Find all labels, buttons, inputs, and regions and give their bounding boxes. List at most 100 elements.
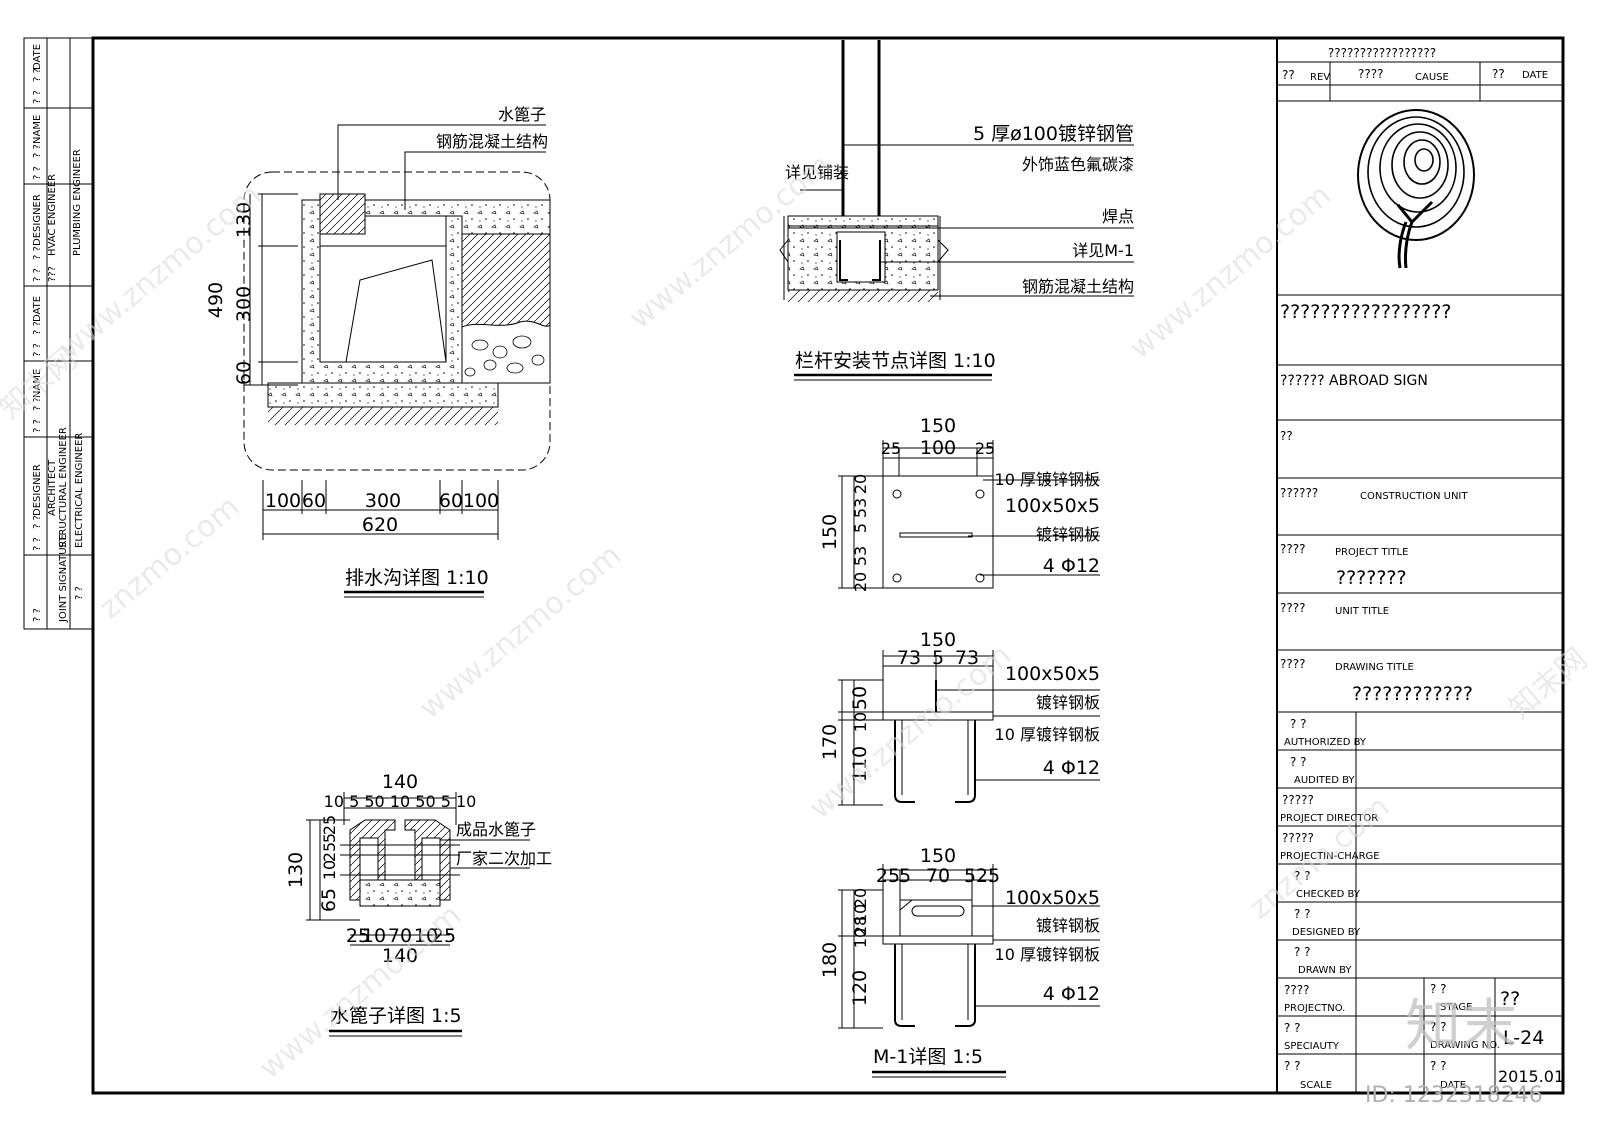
- tb-dt-q: ????: [1280, 657, 1305, 671]
- wm-logo: 知末: [1405, 994, 1517, 1059]
- tb-cause: CAUSE: [1415, 72, 1449, 83]
- plate3-side-2: 10: [851, 904, 870, 924]
- railing-pipe-label: 5 厚ø100镀锌钢管: [973, 123, 1134, 145]
- left-signature-strip: ? ? ? ? DATE ? ? ? ? NAME ? ? ? ? DESIGN…: [23, 37, 94, 630]
- tb-stage-value: ??: [1500, 988, 1520, 1010]
- tb-projno: PROJECTNO.: [1284, 1003, 1345, 1014]
- tb-role-1: AUTHORIZED BY: [1284, 737, 1367, 748]
- strip-r4-c: DATE: [32, 296, 43, 322]
- strip-r7-c: ? ?: [74, 586, 85, 600]
- drain-bottom-4: 60: [439, 490, 463, 512]
- m1-title: M-1详图 1:5: [873, 1046, 983, 1068]
- plate3-sub-1: 25: [876, 865, 900, 887]
- plate3-side-4: 10: [851, 928, 870, 948]
- railing-structure-label: 钢筋混凝土结构: [1022, 277, 1134, 296]
- tb-pt-value: ???????: [1336, 567, 1407, 589]
- grate-side-3: 25: [320, 842, 339, 862]
- plate2-detail: 150 73 5 73 170 50 10 110 100x50x5 镀锌钢板 …: [819, 629, 1100, 806]
- strip-r2-b: ? ?: [32, 144, 43, 158]
- tb-role-2-q: ? ?: [1290, 755, 1307, 769]
- plate3-label-2: 镀锌钢板: [1036, 916, 1100, 935]
- plate1-side: 150: [819, 514, 841, 550]
- tb-ut: UNIT TITLE: [1335, 606, 1389, 617]
- grate-top-sub: 10 5 50 10 50 5 10: [324, 792, 477, 811]
- drain-bottom-2: 60: [302, 490, 326, 512]
- tb-cu-q: ??????: [1280, 486, 1318, 500]
- strip-r4-a: ? ?: [32, 343, 43, 357]
- drain-total: 620: [362, 514, 398, 536]
- plate1-side-4: 53: [851, 546, 870, 566]
- grate-bottom-5: 25: [432, 925, 456, 947]
- tb-q2: ??: [1280, 429, 1293, 443]
- grate-side-5: 25: [320, 815, 339, 835]
- plate1-label-2: 100x50x5: [1005, 495, 1100, 517]
- strip-r1-a: ? ?: [32, 90, 43, 104]
- tb-abroad: ?????? ABROAD SIGN: [1280, 373, 1428, 389]
- drain-label-structure: 钢筋混凝土结构: [436, 132, 548, 151]
- drain-dim-300: 300: [233, 286, 255, 322]
- plate1-sub-3: 25: [975, 439, 995, 458]
- strip-r3-c: DESIGNER: [32, 194, 43, 246]
- drain-bottom-1: 100: [265, 490, 301, 512]
- tb-dt-value: ????????????: [1352, 683, 1473, 705]
- plate1-side-1: 20: [851, 474, 870, 494]
- grate-bottom: 140: [382, 945, 418, 967]
- plate3-label-4: 4 Φ12: [1043, 983, 1100, 1005]
- plate1-top: 150: [920, 415, 956, 437]
- title-block: ????????????????? ?? REV ???? CAUSE ?? D…: [1277, 46, 1564, 1093]
- drain-dim-490: 490: [205, 282, 227, 318]
- tb-spec: SPECIAUTY: [1284, 1041, 1340, 1052]
- tb-cu: CONSTRUCTION UNIT: [1360, 491, 1468, 502]
- tb-scale: SCALE: [1300, 1080, 1332, 1091]
- plate1-side-5: 20: [851, 572, 870, 592]
- strip-r1-b: ? ?: [32, 68, 43, 82]
- grate-side-1: 65: [318, 888, 340, 912]
- tb-date2: DATE: [1440, 1080, 1466, 1091]
- railing-weld-label: 焊点: [1102, 207, 1134, 226]
- wm-10: 知末网: [1503, 641, 1594, 726]
- tb-role-2: AUDITED BY: [1294, 775, 1355, 786]
- grate-bottom-4: 10: [414, 925, 438, 947]
- drain-label-grate: 水篦子: [498, 105, 546, 124]
- tb-cause-q: ????: [1358, 67, 1383, 81]
- strip-r5-a: ? ?: [32, 419, 43, 433]
- tb-role-1-q: ? ?: [1290, 717, 1307, 731]
- tb-date: DATE: [1522, 70, 1548, 81]
- grate-bottom-1: 25: [346, 925, 370, 947]
- plate2-sub-1: 73: [897, 647, 921, 669]
- grate-side-2: 10: [320, 860, 339, 880]
- plate1-detail: 150 25 100 25 150 20 53 5 53 20 10 厚镀锌钢板…: [819, 415, 1100, 592]
- plate1-label-4: 4 Φ12: [1043, 555, 1100, 577]
- tb-role-5: CHECKED BY: [1296, 889, 1361, 900]
- tb-dwgno-q: ? ?: [1430, 1020, 1447, 1034]
- wm-1: www.znzmo.com: [53, 178, 268, 367]
- strip-r7-b: JOINT SIGNATURE: [58, 534, 69, 623]
- tb-role-6-q: ? ?: [1294, 907, 1311, 921]
- drain-title: 排水沟详图 1:10: [345, 567, 489, 589]
- tb-firm: ?????????????????: [1280, 301, 1451, 323]
- grate-bottom-3: 70: [388, 925, 412, 947]
- tb-head: ?????????????????: [1328, 46, 1436, 60]
- strip-r5-b: ? ?: [32, 397, 43, 411]
- tb-dt: DRAWING TITLE: [1335, 662, 1414, 673]
- tb-role-4-q: ?????: [1282, 831, 1314, 845]
- plate3-sub-5: 25: [976, 865, 1000, 887]
- railing-m1-label: 详见M-1: [1072, 241, 1134, 260]
- tb-role-6: DESIGNED BY: [1292, 927, 1361, 938]
- plate2-label-1: 100x50x5: [1005, 663, 1100, 685]
- plate1-label-3: 镀锌钢板: [1036, 525, 1100, 544]
- plate3-sub-3: 70: [926, 865, 950, 887]
- strip-r2-a: ? ?: [32, 166, 43, 180]
- plate2-sub-2: 5: [932, 647, 944, 669]
- tb-stage: STAGE: [1440, 1002, 1472, 1013]
- railing-title: 栏杆安装节点详图 1:10: [795, 350, 996, 372]
- plate2-side-2: 10: [851, 712, 870, 732]
- plate3-side-1: 20: [851, 888, 870, 908]
- tb-projno-q: ????: [1284, 983, 1309, 997]
- plate2-label-4: 4 Φ12: [1043, 757, 1100, 779]
- tb-ut-q: ????: [1280, 601, 1305, 615]
- tb-role-7: DRAWN BY: [1298, 965, 1352, 976]
- plate1-label-1: 10 厚镀锌钢板: [995, 470, 1100, 489]
- plate3-detail: 150 25 5 70 5 25 180 20 10 28 10 120 100…: [819, 845, 1100, 1078]
- strip-r6-a: ? ?: [32, 537, 43, 551]
